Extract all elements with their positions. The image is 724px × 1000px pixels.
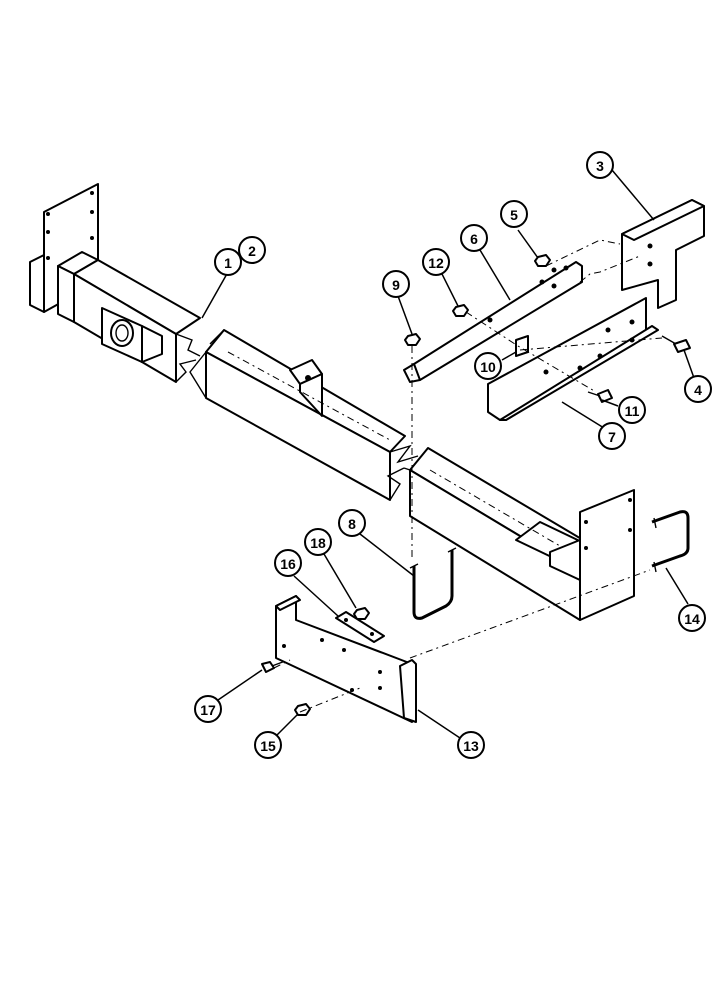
svg-text:8: 8 [348,516,356,532]
main-beam [57,251,635,621]
svg-text:2: 2 [248,243,256,259]
callout-5: 5 [500,200,528,228]
callout-6: 6 [460,224,488,252]
angle-6 [403,261,583,383]
callout-2: 2 [238,236,266,264]
svg-text:11: 11 [625,403,640,419]
svg-text:18: 18 [310,535,326,551]
svg-text:7: 7 [608,429,616,445]
callout-9: 9 [382,270,410,298]
leader-lines [201,169,695,739]
svg-text:14: 14 [684,611,700,627]
svg-text:17: 17 [200,702,216,718]
u-bolt-14 [651,510,690,573]
svg-text:16: 16 [280,556,296,572]
svg-text:1: 1 [224,255,232,271]
callout-1: 1 [214,248,242,276]
svg-text:6: 6 [470,231,478,247]
plate-16 [335,611,385,643]
bracket-13 [275,595,417,723]
svg-text:3: 3 [596,158,604,174]
callout-7: 7 [598,422,626,450]
svg-text:15: 15 [260,738,276,754]
hardware [261,254,691,716]
callout-17: 17 [194,695,222,723]
callout-4: 4 [684,375,712,403]
callout-11: 11 [618,396,646,424]
callout-16: 16 [274,549,302,577]
callout-14: 14 [678,604,706,632]
callout-8: 8 [338,509,366,537]
callout-15: 15 [254,731,282,759]
callout-3: 3 [586,151,614,179]
svg-text:13: 13 [463,738,479,754]
angle-7 [487,297,659,421]
svg-text:12: 12 [428,255,444,271]
svg-text:10: 10 [480,359,496,375]
svg-text:4: 4 [694,382,702,398]
callout-10: 10 [474,352,502,380]
u-bolt-8 [409,547,457,620]
bracket-3 [621,199,705,309]
callout-13: 13 [457,731,485,759]
callout-12: 12 [422,248,450,276]
svg-text:9: 9 [392,277,400,293]
callout-18: 18 [304,528,332,556]
assembly-centerlines [227,239,677,713]
svg-text:5: 5 [510,207,518,223]
